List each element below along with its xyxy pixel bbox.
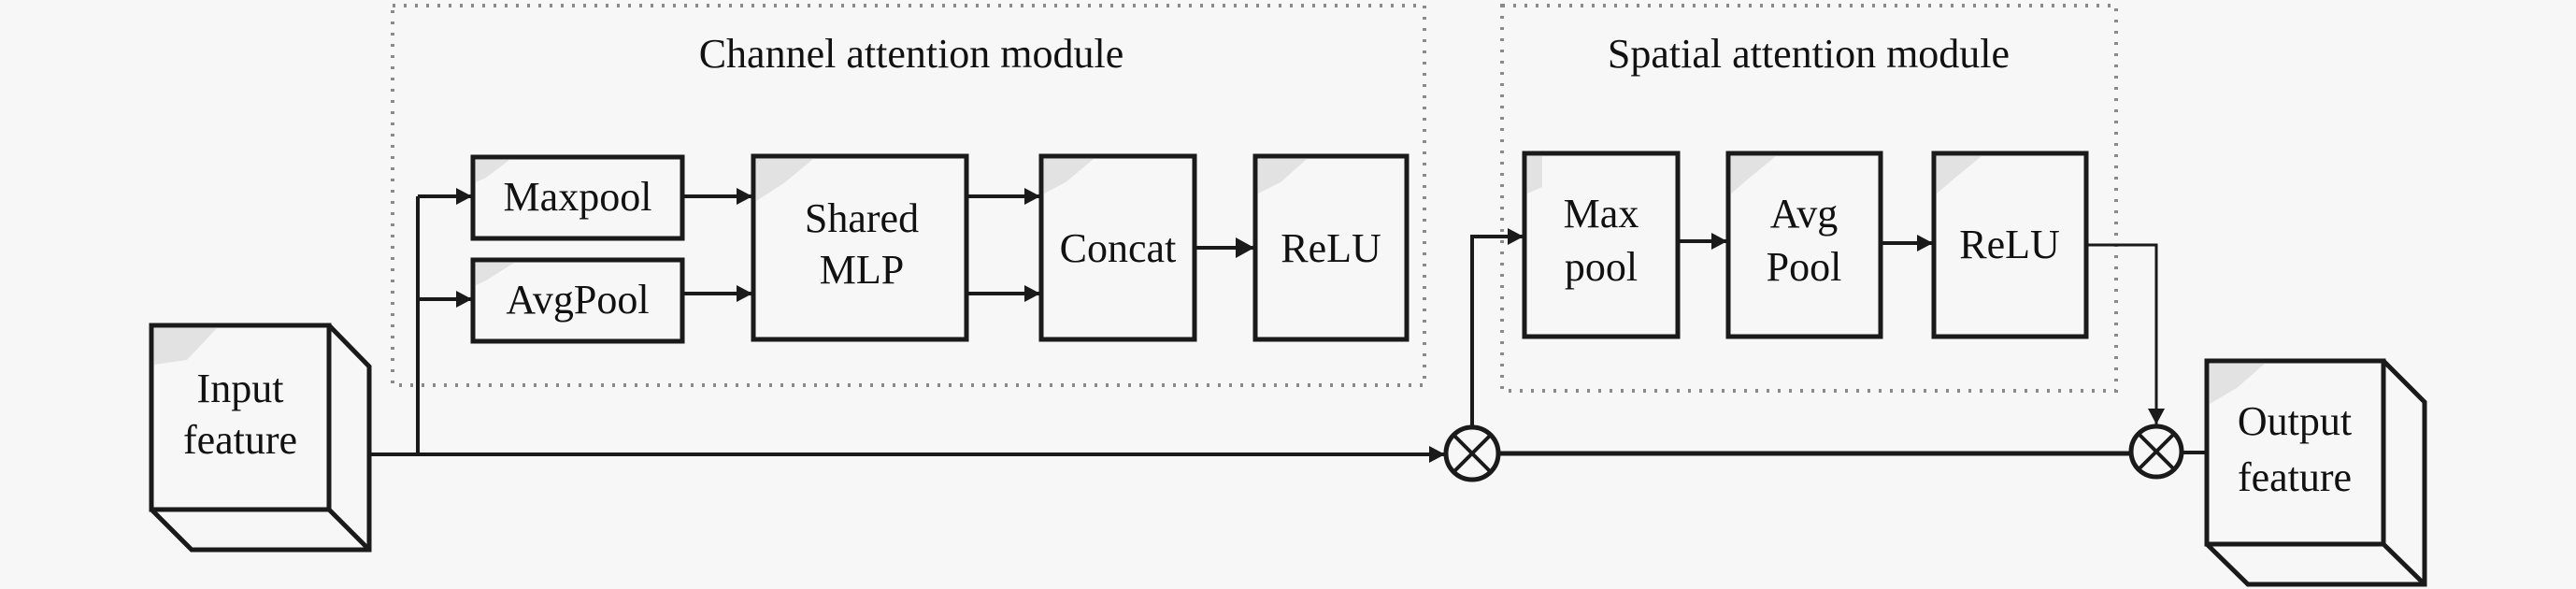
maxpool-label: Maxpool xyxy=(504,174,652,220)
spatial-module-title: Spatial attention module xyxy=(1608,31,2010,77)
shared-mlp-label-line2: MLP xyxy=(820,247,904,293)
input-feature-block: Input feature xyxy=(149,323,372,553)
input-feature-label-line1: Input xyxy=(197,366,284,411)
relu-spatial-block: ReLU xyxy=(1931,151,2089,339)
multiply-2-operator xyxy=(2128,424,2184,480)
spatial-module-boundary xyxy=(1500,4,2118,393)
concat-label: Concat xyxy=(1060,225,1177,271)
shared-mlp-block: Shared MLP xyxy=(751,153,969,342)
channel-module-boundary xyxy=(391,4,1426,387)
relu-spatial-label: ReLU xyxy=(1959,222,2060,267)
avg-pool-spatial-label-line1: Avg xyxy=(1770,191,1839,237)
avg-pool-spatial-block: Avg Pool xyxy=(1725,151,1883,339)
multiply-1-operator xyxy=(1443,424,1501,482)
max-pool-spatial-block: Max pool xyxy=(1522,151,1681,339)
output-feature-label-line2: feature xyxy=(2238,454,2352,500)
max-pool-spatial-label-line2: pool xyxy=(1565,244,1638,290)
concat-block: Concat xyxy=(1038,153,1197,342)
relu-channel-block: ReLU xyxy=(1252,153,1410,342)
avgpool-block: AvgPool xyxy=(470,257,685,344)
output-feature-block: Output feature xyxy=(2204,358,2427,587)
relu-to-mult2 xyxy=(2086,243,2165,424)
channel-module-title: Channel attention module xyxy=(699,31,1124,77)
mult1-to-maxpool xyxy=(1470,228,1524,427)
output-feature-label-line1: Output xyxy=(2238,398,2352,444)
input-feature-label-line2: feature xyxy=(183,417,297,463)
max-pool-spatial-label-line1: Max xyxy=(1564,191,1639,237)
shared-mlp-label-line1: Shared xyxy=(805,195,919,241)
relu-channel-label: ReLU xyxy=(1281,225,1381,271)
avgpool-label: AvgPool xyxy=(506,277,649,323)
maxpool-block: Maxpool xyxy=(470,154,685,241)
avg-pool-spatial-label-line2: Pool xyxy=(1767,244,1842,290)
